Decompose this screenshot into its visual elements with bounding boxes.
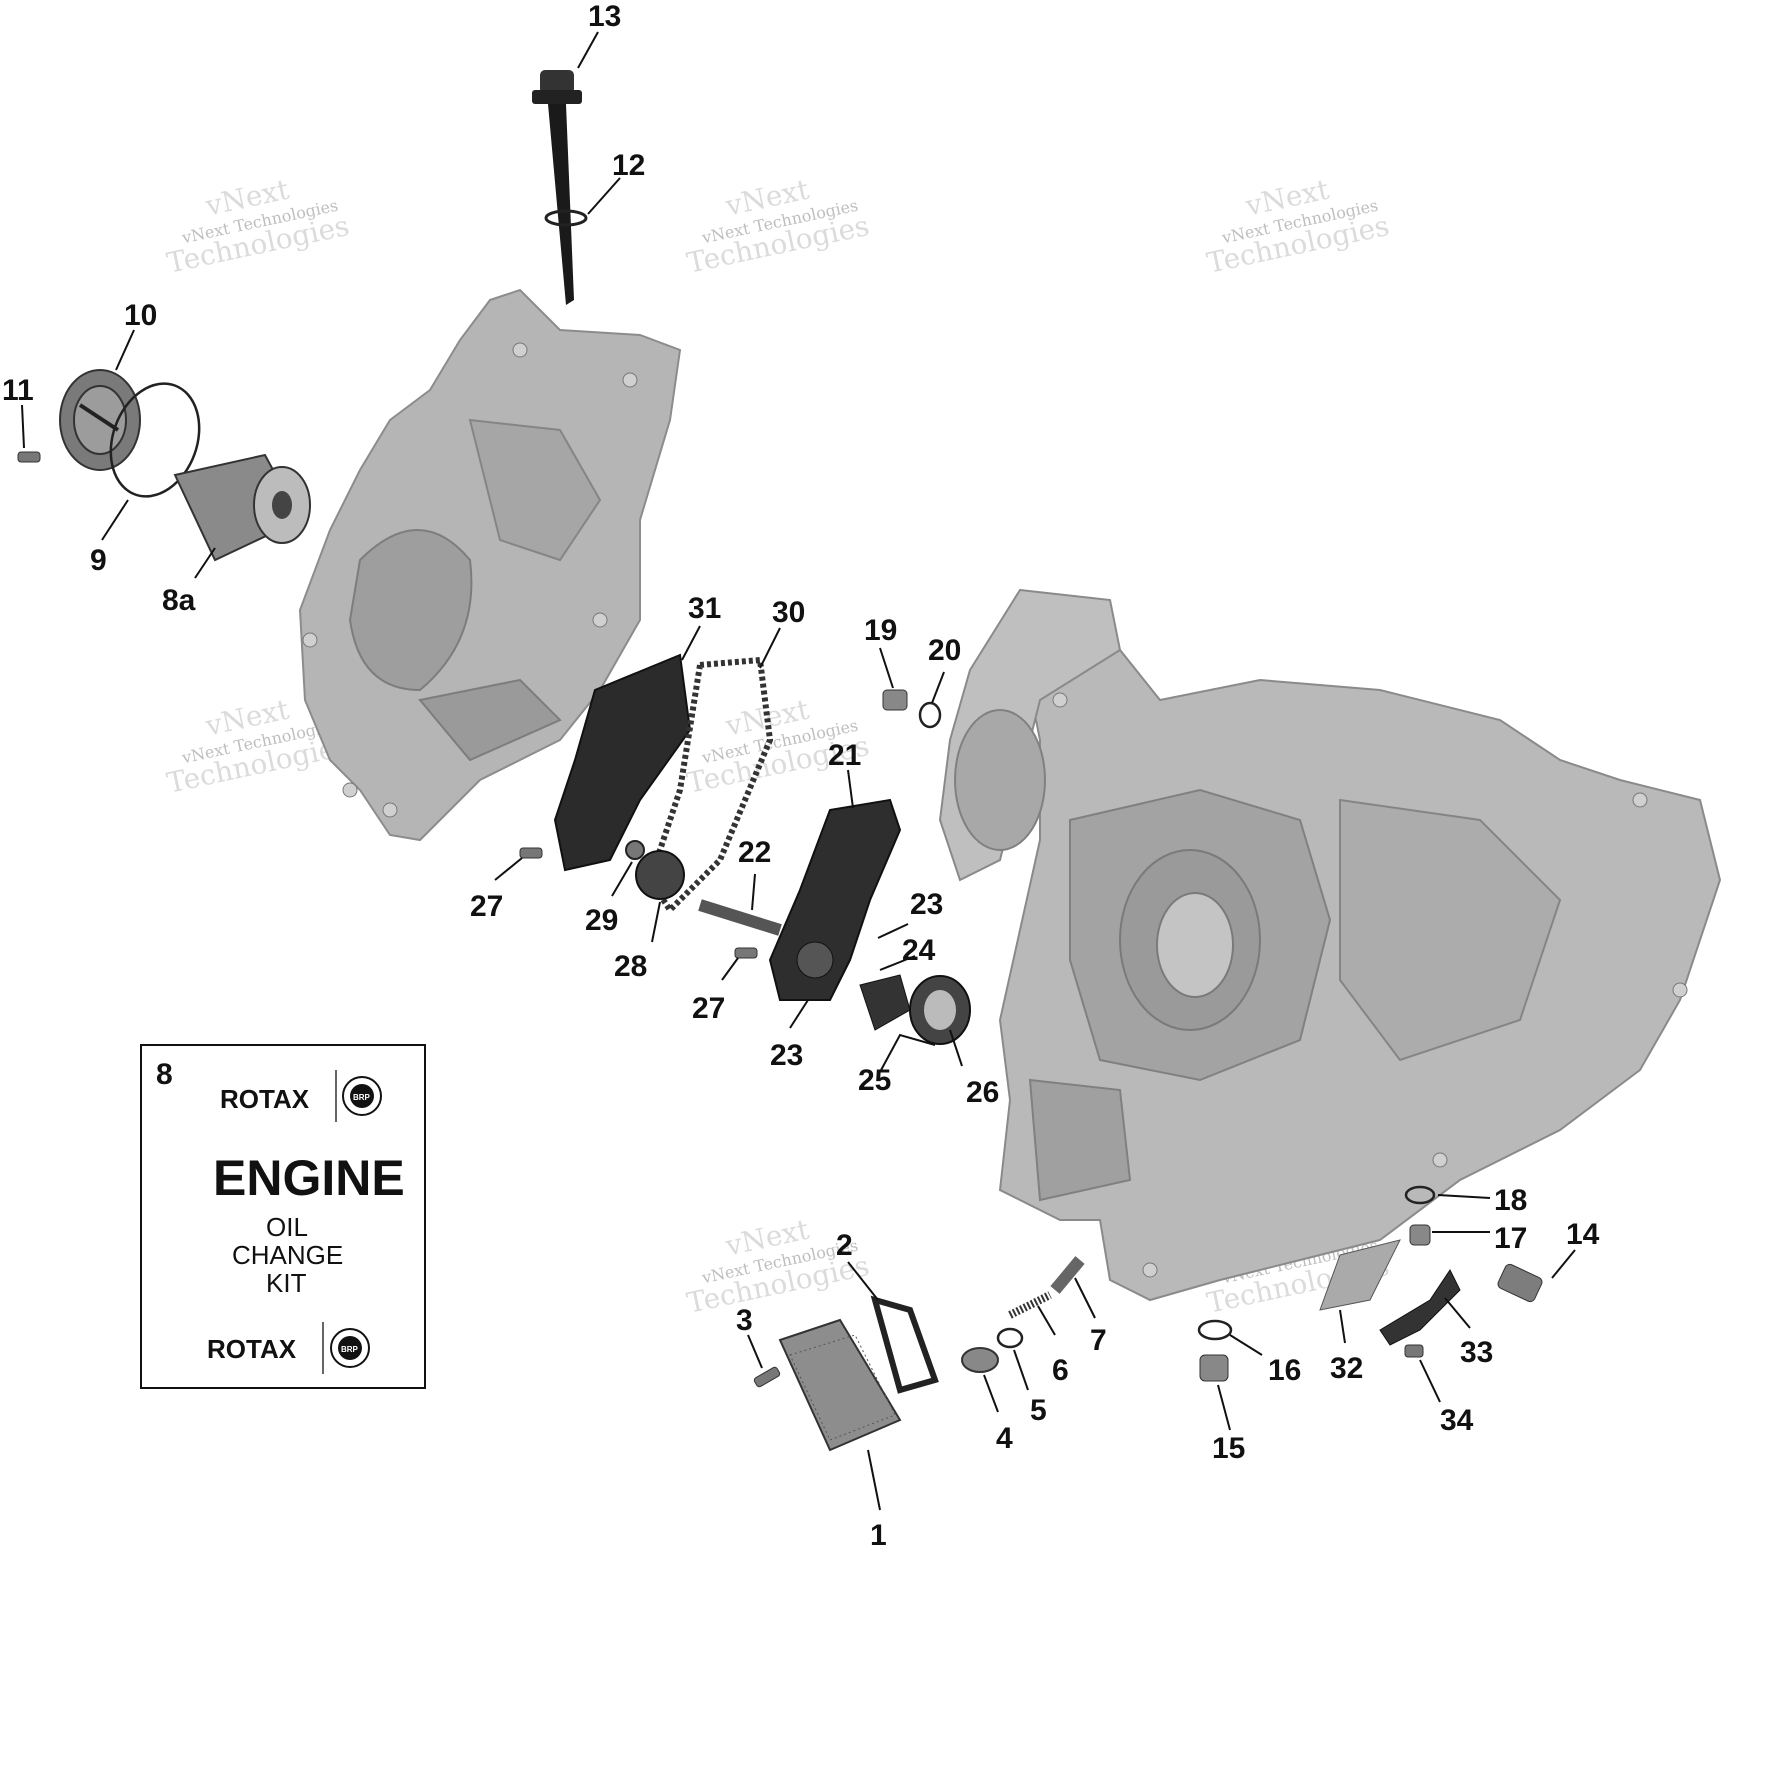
callout-28: 28 — [614, 950, 647, 983]
kit-line-kit: KIT — [266, 1268, 307, 1298]
part-18-o-ring — [1404, 1185, 1436, 1205]
crankcase-right — [998, 638, 1722, 1302]
callout-17: 17 — [1494, 1222, 1527, 1255]
part-9-o-ring — [109, 382, 201, 498]
part-7-valve — [1050, 1256, 1085, 1294]
kit-part-number: 8 — [156, 1058, 173, 1091]
watermark: vNext vNext Technologies Technologies — [164, 173, 352, 280]
callout-labels: 13 12 10 11 9 8a 31 30 19 20 21 22 23 24… — [2, 0, 1600, 1552]
callout-1: 1 — [870, 1519, 887, 1552]
callout-29: 29 — [585, 904, 618, 937]
callout-16: 16 — [1268, 1354, 1301, 1387]
cover-gasket-frame — [938, 588, 1122, 882]
callout-32: 32 — [1330, 1352, 1363, 1385]
part-6-spring — [1008, 1291, 1052, 1319]
part-25-rotor — [859, 974, 971, 1045]
part-21-pump-housing — [768, 798, 902, 1001]
part-34-screw — [1404, 1344, 1424, 1358]
part-15-drain-plug — [1199, 1354, 1229, 1382]
callout-5: 5 — [1030, 1394, 1047, 1427]
kit-title: ENGINE — [213, 1150, 405, 1206]
callout-21: 21 — [828, 739, 861, 772]
callout-6: 6 — [1052, 1354, 1069, 1387]
watermark: vNext vNext Technologies Technologies — [684, 173, 872, 280]
part-2-cooler-gasket — [870, 1295, 939, 1394]
callout-24: 24 — [902, 934, 936, 967]
leader-lines — [21, 31, 1576, 1511]
part-4-plug — [961, 1347, 999, 1373]
callout-26: 26 — [966, 1076, 999, 1109]
callout-18: 18 — [1494, 1184, 1527, 1217]
callout-8a: 8a — [162, 584, 196, 617]
crankcase-cover-left — [298, 288, 682, 842]
part-11-screw — [17, 451, 41, 463]
brp-badge-text: BRP — [341, 1345, 359, 1354]
watermark: vNext vNext Technologies Technologies — [1204, 173, 1392, 280]
part-8a-oil-filter — [173, 453, 311, 562]
part-29-washer — [625, 840, 645, 860]
part-22-shaft — [698, 899, 782, 936]
callout-22: 22 — [738, 836, 771, 869]
callout-30: 30 — [772, 596, 805, 629]
part-30-chain — [646, 656, 774, 915]
callout-25: 25 — [858, 1064, 891, 1097]
part-33-bracket — [1379, 1269, 1461, 1346]
callout-7: 7 — [1090, 1324, 1107, 1357]
part-32-screen — [1319, 1239, 1401, 1311]
callout-23: 23 — [910, 888, 943, 921]
callout-9: 9 — [90, 544, 107, 577]
callout-19: 19 — [864, 614, 897, 647]
part-27-screw — [519, 847, 758, 959]
kit-brand-bottom: ROTAX — [207, 1334, 297, 1364]
callout-2: 2 — [836, 1229, 853, 1262]
callout-12: 12 — [612, 149, 645, 182]
part-19-plug — [882, 689, 908, 711]
part-31-chain-cover — [553, 653, 692, 872]
callout-23: 23 — [770, 1039, 803, 1072]
callout-27: 27 — [470, 890, 503, 923]
part-13-dipstick — [532, 70, 582, 305]
callout-34: 34 — [1440, 1404, 1474, 1437]
kit-brand-top: ROTAX — [220, 1084, 310, 1114]
part-5-o-ring — [996, 1327, 1024, 1349]
callout-10: 10 — [124, 299, 157, 332]
part-28-sprocket — [635, 850, 685, 900]
callout-4: 4 — [996, 1422, 1013, 1455]
callout-27: 27 — [692, 992, 725, 1025]
part-1-oil-cooler — [778, 1318, 902, 1452]
part-3-screw — [753, 1366, 781, 1388]
part-10-filter-cover — [59, 369, 141, 471]
part-14-sensor — [1497, 1263, 1543, 1303]
brp-logo-icon: BRP — [342, 1076, 382, 1116]
part-16-o-ring — [1197, 1319, 1233, 1341]
callout-11: 11 — [2, 374, 34, 407]
callout-15: 15 — [1212, 1432, 1245, 1465]
callout-33: 33 — [1460, 1336, 1493, 1369]
callout-20: 20 — [928, 634, 961, 667]
kit-line-change: CHANGE — [232, 1240, 343, 1270]
callout-31: 31 — [688, 592, 721, 625]
oil-change-kit-box: 8 ROTAX BRP ENGINE OIL CHANGE KIT ROTAX … — [140, 1044, 426, 1389]
brp-badge-text: BRP — [353, 1093, 371, 1102]
callout-3: 3 — [736, 1304, 753, 1337]
callout-13: 13 — [588, 0, 621, 33]
callout-14: 14 — [1566, 1218, 1600, 1251]
brp-logo-icon: BRP — [330, 1328, 370, 1368]
part-20-o-ring — [918, 701, 942, 729]
part-12-o-ring — [544, 209, 588, 227]
kit-line-oil: OIL — [266, 1212, 308, 1242]
part-17-plug — [1409, 1224, 1431, 1246]
